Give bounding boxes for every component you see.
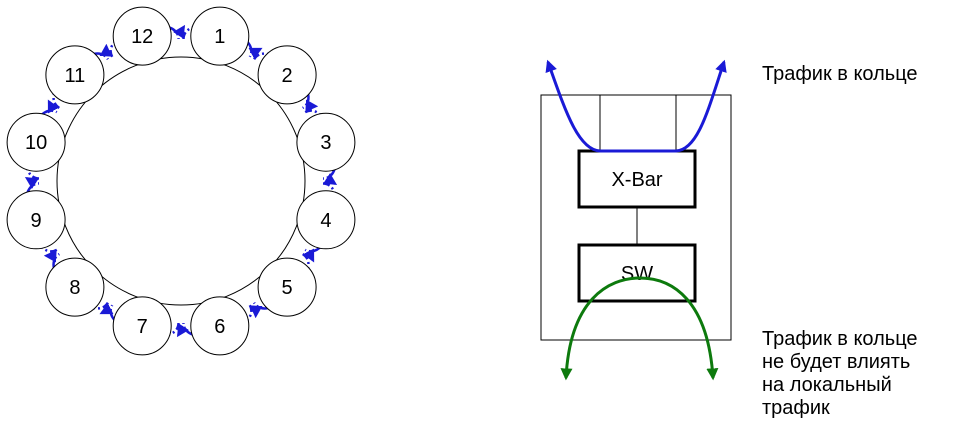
traffic-arrow-from-node-2 (305, 99, 319, 113)
ring-node-4 (296, 190, 356, 250)
ring-traffic-arrow (545, 59, 727, 153)
ring-node-10 (6, 112, 66, 172)
ring-node-1 (190, 6, 250, 66)
ring-node-2 (257, 45, 317, 105)
xbar-label: X-Bar (611, 169, 662, 191)
ring-node-label: 1 (214, 26, 225, 48)
local-traffic-caption-line: Трафик в кольце (762, 328, 918, 350)
local-traffic-caption: Трафик в кольце не будет влиять на локал… (762, 328, 957, 420)
ring-node-label: 6 (214, 316, 225, 338)
node-enclosure (540, 94, 732, 341)
ring-node-7 (112, 296, 172, 356)
ring-node-6 (190, 296, 250, 356)
traffic-arrow-from-node-9 (24, 176, 39, 189)
local-traffic-caption-line: трафик (762, 397, 830, 419)
local-traffic-arrow (560, 276, 719, 381)
traffic-arrow-from-node-1 (248, 47, 263, 60)
traffic-arrow-from-node-10 (47, 99, 60, 114)
ring-node-label: 3 (320, 132, 331, 154)
traffic-arrow-from-node-4 (302, 248, 315, 263)
ring-traffic-caption: Трафик в кольце (762, 63, 918, 85)
traffic-arrow-from-node-3 (323, 173, 338, 186)
ring-node-label: 9 (31, 210, 42, 232)
ring-node-12 (112, 6, 172, 66)
ring-node-label: 12 (131, 26, 153, 48)
traffic-arrow-from-node-12 (173, 24, 186, 39)
ring-node-label: 5 (282, 277, 293, 299)
ring-node-label: 10 (25, 132, 47, 154)
traffic-arrow-from-node-6 (176, 323, 189, 338)
ring-node-3 (296, 112, 356, 172)
ring-node-label: 2 (282, 65, 293, 87)
ring-node-label: 7 (137, 316, 148, 338)
local-traffic-caption-line: на локальный (762, 374, 892, 396)
ring-node-label: 11 (65, 65, 86, 87)
ring-node-label: 4 (320, 210, 331, 232)
ring-node-5 (257, 257, 317, 317)
ring-node-label: 8 (69, 277, 80, 299)
sw-label: SW (621, 263, 653, 285)
traffic-arrow-from-node-5 (249, 305, 263, 319)
traffic-arrow-from-node-7 (99, 302, 114, 315)
ring-node-11 (45, 45, 105, 105)
traffic-arrow-from-node-8 (43, 249, 57, 263)
local-traffic-caption-line: не будет влиять (762, 351, 911, 373)
ring-backbone (56, 56, 306, 306)
switch-diagram: X-Bar SW (540, 59, 732, 381)
traffic-arrow-from-node-11 (99, 43, 113, 57)
ring-node-9 (6, 190, 66, 250)
ring-node-8 (45, 257, 105, 317)
